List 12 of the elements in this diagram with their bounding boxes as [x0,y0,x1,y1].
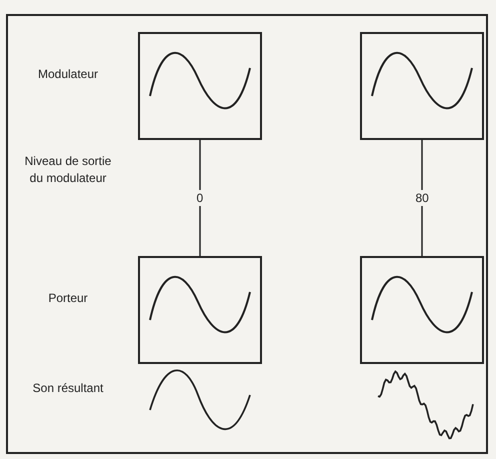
row-label: Niveau de sortie du modulateur [24,153,112,187]
oscilloscope-screen [360,32,484,140]
oscilloscope-screen [138,256,262,364]
oscilloscope-screen [360,256,484,364]
row-label: Porteur [47,290,89,306]
oscilloscope-screen [138,32,262,140]
row-label: Modulateur [36,66,100,82]
row-label: Son résultant [32,380,104,396]
edge-label: 0 [194,190,206,206]
connector-line [421,140,423,256]
edge-label: 80 [414,190,431,206]
connector-line [199,140,201,256]
